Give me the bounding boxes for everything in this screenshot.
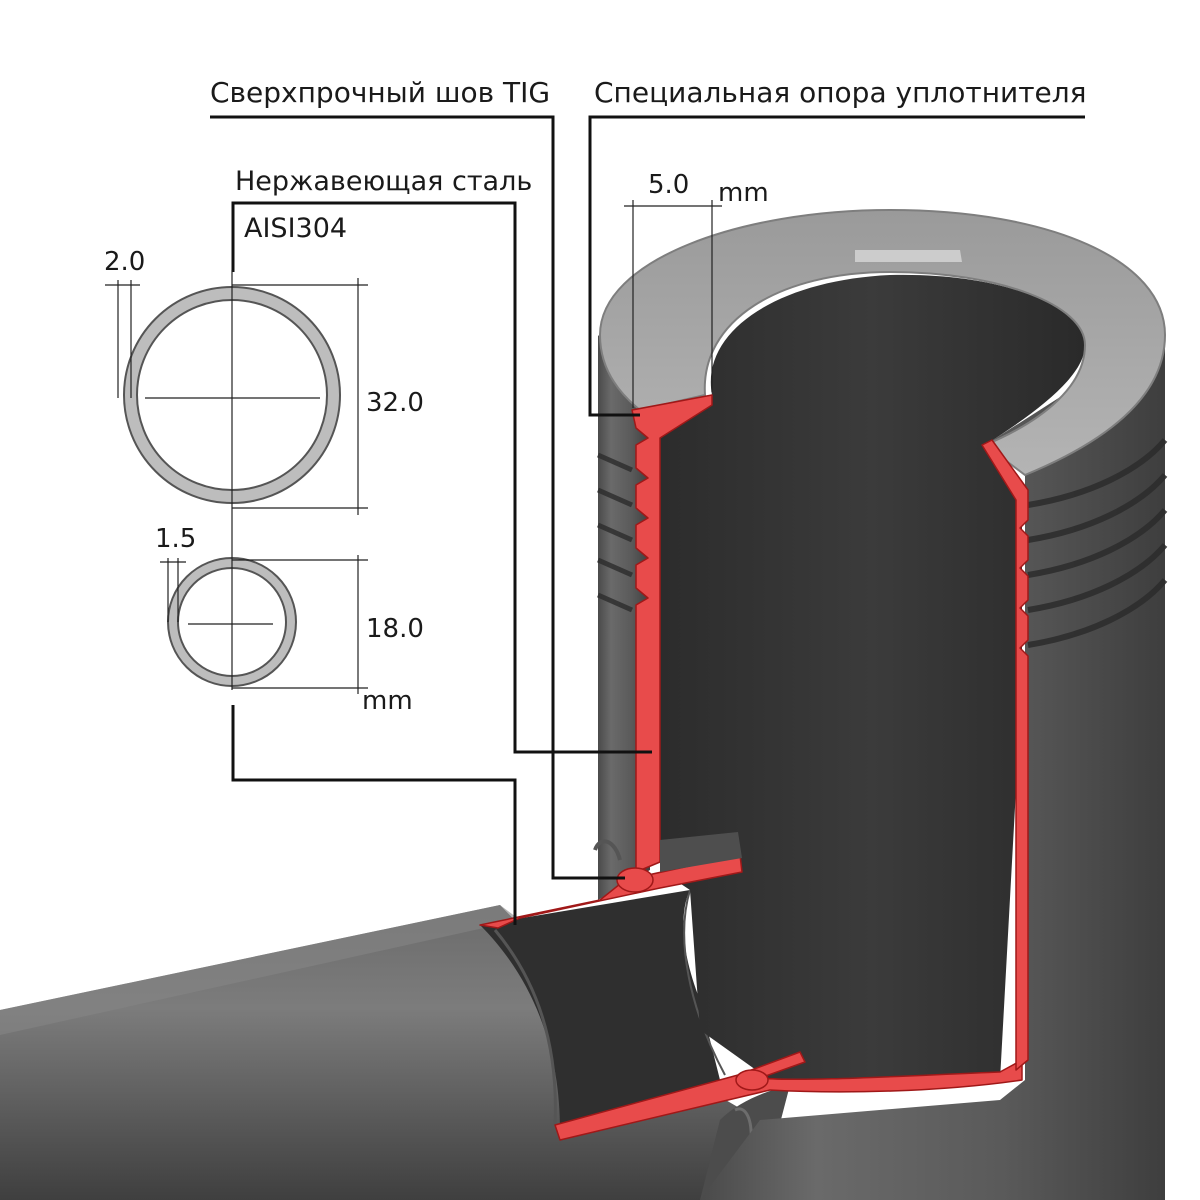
thread-unit-label: mm: [718, 178, 769, 208]
leader-lines: [210, 115, 1085, 925]
seal-support-leader: [588, 115, 1085, 417]
material-leader-upper: [231, 201, 652, 754]
seal-support-label: Специальная опора уплотнителя: [594, 76, 1087, 109]
large-tube-diameter-label: 32.0: [366, 388, 424, 418]
vertical-pipe: [596, 208, 1168, 1200]
material-label: Нержавеющая сталь: [235, 166, 532, 197]
large-tube-section: 2.0 32.0: [104, 247, 424, 520]
small-tube-unit-label: mm: [362, 686, 413, 716]
cut-upper-ledge: [479, 854, 743, 929]
outer-thread-right: [1027, 438, 1168, 648]
material-grade-label: AISI304: [244, 213, 347, 244]
outer-thread-left: [596, 452, 634, 613]
small-tube-section: 1.5 18.0 mm: [155, 520, 424, 716]
callout-labels: Сверхпрочный шов TIG Специальная опора у…: [210, 76, 1087, 244]
upper-weld-bead: [616, 867, 654, 893]
thread-dimension: 5.0 mm: [624, 170, 769, 408]
small-tube-wall-label: 1.5: [155, 524, 196, 554]
weld-label: Сверхпрочный шов TIG: [210, 76, 550, 109]
weld-leader: [210, 115, 625, 880]
cut-right-wall: [981, 439, 1029, 1071]
lower-weld-bead-cut: [735, 1069, 769, 1091]
large-tube-wall-label: 2.0: [104, 247, 145, 277]
horizontal-pipe-interior: [480, 890, 720, 1130]
material-leader-lower: [231, 705, 517, 925]
vertical-pipe-interior: [660, 274, 1085, 1081]
horizontal-pipe: [0, 889, 790, 1200]
cut-bottom-wall: [554, 1051, 1023, 1141]
thread-depth-label: 5.0: [648, 170, 689, 200]
small-tube-diameter-label: 18.0: [366, 614, 424, 644]
top-rim-ring: [598, 208, 1167, 477]
